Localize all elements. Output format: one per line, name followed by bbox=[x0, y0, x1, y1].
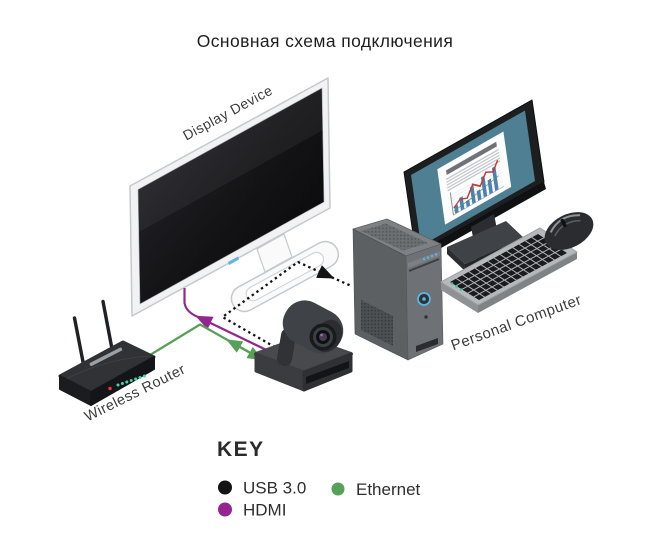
ethernet-legend-label: Ethernet bbox=[356, 480, 421, 499]
tv-screen bbox=[137, 87, 325, 305]
tower-top-vent bbox=[361, 223, 428, 251]
camera-base-groove bbox=[306, 361, 349, 384]
tower-power-dot bbox=[422, 297, 426, 301]
chart-green-line bbox=[454, 175, 499, 212]
hdmi-legend-dot bbox=[218, 502, 232, 517]
tv-stand-neck bbox=[256, 233, 293, 273]
mouse-scroll-wheel bbox=[560, 218, 567, 228]
ethernet-connection-line bbox=[149, 323, 271, 365]
lens-glass bbox=[319, 333, 327, 341]
keyboard-indicator-led bbox=[459, 288, 463, 291]
ethernet-legend-dot bbox=[331, 482, 345, 496]
tower-left-vent bbox=[361, 300, 393, 346]
tower-led bbox=[430, 254, 434, 258]
tv-logo bbox=[228, 256, 239, 265]
tower-front-details bbox=[408, 251, 440, 352]
chart-bar bbox=[487, 178, 493, 195]
router-leds bbox=[108, 374, 146, 391]
router-led bbox=[138, 376, 142, 379]
usb-legend-dot bbox=[218, 480, 232, 495]
page-title: Основная схема подключения bbox=[197, 31, 453, 51]
hdmi-connection-line-tail bbox=[183, 288, 199, 319]
tower-led bbox=[426, 256, 430, 259]
chart-bar bbox=[470, 185, 476, 205]
usb-connection-line bbox=[221, 260, 335, 351]
router-top-stripe bbox=[89, 347, 123, 366]
legend-heading: KEY bbox=[217, 438, 265, 461]
gridline bbox=[450, 166, 502, 196]
chart-x-axis bbox=[452, 185, 505, 216]
router-antenna-right bbox=[101, 299, 114, 351]
router-led bbox=[134, 377, 138, 381]
display-device bbox=[129, 77, 340, 317]
hdmi-legend-label: HDMI bbox=[243, 501, 286, 520]
keyboard-side-left bbox=[441, 282, 478, 313]
wireless-router bbox=[58, 299, 156, 406]
keyboard-side-front bbox=[478, 252, 577, 313]
tower-reset-button bbox=[423, 314, 429, 320]
pc-tower bbox=[352, 218, 444, 361]
tower-drive-slot bbox=[408, 258, 440, 272]
camera-lens bbox=[309, 323, 337, 351]
document-page bbox=[437, 131, 512, 225]
keyboard-key-grid bbox=[455, 236, 562, 299]
document-line bbox=[446, 151, 500, 183]
monitor-base-edge-left bbox=[447, 247, 465, 271]
pc-mouse bbox=[544, 212, 594, 250]
chart-red-line bbox=[453, 159, 499, 209]
monitor-stand-base bbox=[447, 221, 524, 264]
keyboard-indicator-led bbox=[455, 285, 458, 288]
document-line bbox=[447, 157, 500, 189]
usb-legend-label: USB 3.0 bbox=[243, 479, 306, 498]
gridline bbox=[451, 169, 502, 199]
mouse-body bbox=[544, 212, 594, 250]
monitor-screen-document bbox=[437, 131, 512, 225]
router-led bbox=[142, 374, 146, 378]
router-front-face bbox=[90, 356, 155, 406]
chart-y-axis bbox=[449, 192, 454, 216]
pc-monitor bbox=[403, 99, 546, 271]
lens-highlight bbox=[320, 333, 323, 337]
keyboard-indicator-led bbox=[450, 282, 454, 285]
document-header-bar bbox=[446, 141, 497, 175]
chart-bar bbox=[476, 189, 482, 201]
usb-connection-line-tail bbox=[331, 276, 353, 288]
document-chart bbox=[449, 159, 505, 216]
router-led bbox=[120, 382, 124, 385]
document-line bbox=[447, 160, 501, 192]
router-led-red bbox=[108, 386, 112, 391]
pc-keyboard bbox=[440, 227, 578, 313]
ptz-camera bbox=[254, 300, 353, 392]
tower-led bbox=[422, 257, 426, 261]
router-led bbox=[116, 383, 120, 387]
router-led bbox=[129, 379, 133, 382]
router-led bbox=[125, 380, 129, 384]
tv-screen-sheen bbox=[138, 88, 323, 232]
legend: KEY USB 3.0 Ethernet HDMI bbox=[217, 438, 421, 520]
tower-bottom-slot bbox=[416, 338, 438, 352]
document-line bbox=[446, 154, 500, 186]
router-antenna-left bbox=[72, 316, 86, 369]
router-top-seam bbox=[65, 355, 150, 380]
tower-led bbox=[434, 253, 438, 256]
document-line bbox=[446, 148, 499, 181]
